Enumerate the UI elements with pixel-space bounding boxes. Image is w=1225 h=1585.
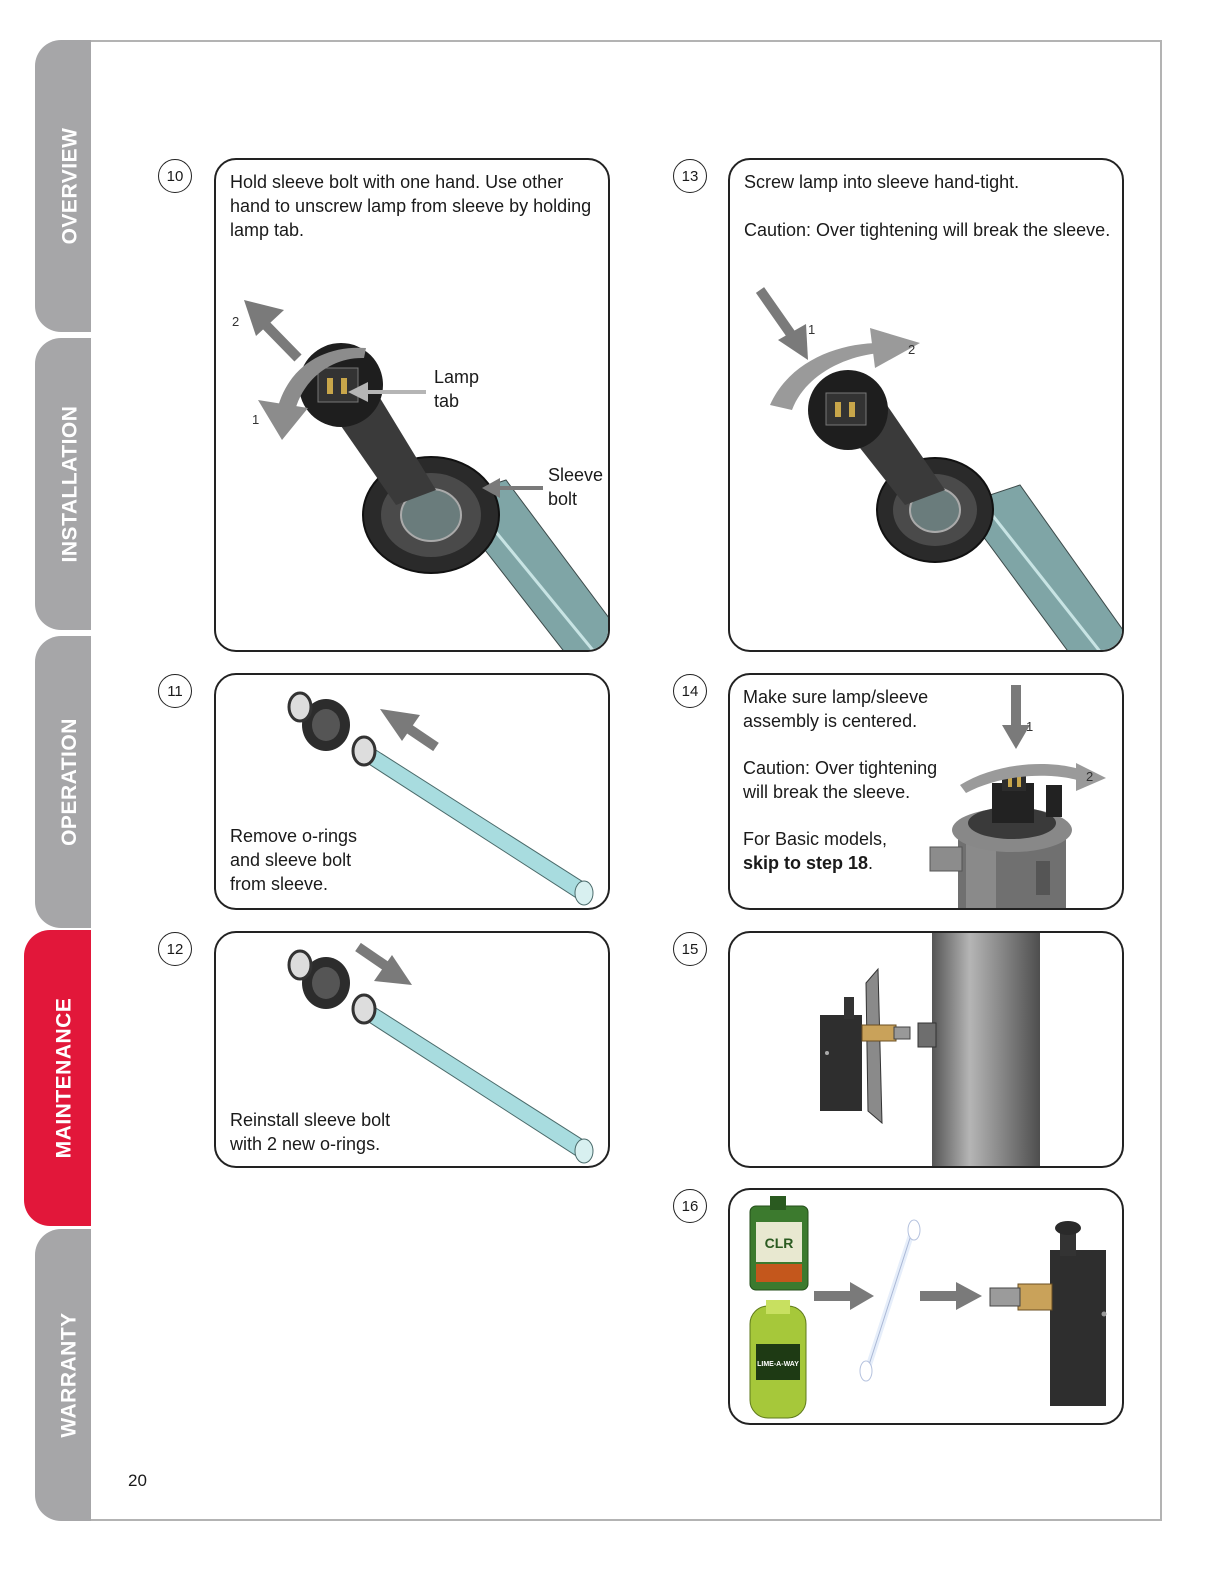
step-10-label-bolt: bolt <box>548 489 578 509</box>
step-14-skip-link: skip to step 18 <box>743 853 869 873</box>
step-10-panel: Hold sleeve bolt with one hand. Use othe… <box>214 158 610 652</box>
page-number: 20 <box>128 1471 147 1490</box>
step-11-number: 11 <box>158 674 192 708</box>
tab-warranty-label: WARRANTY <box>58 1312 82 1438</box>
step-14-illustration <box>929 685 1106 908</box>
step-10-illustration <box>244 300 608 650</box>
step-12-text-line-2: with 2 new o-rings. <box>230 1134 381 1154</box>
step-14-mark-2: 2 <box>1086 769 1094 784</box>
step-13-mark-1: 1 <box>808 322 816 337</box>
step-15-number: 15 <box>673 932 707 966</box>
tab-installation-label: INSTALLATION <box>58 405 81 563</box>
step-12-panel: Reinstall sleeve bolt with 2 new o-rings… <box>214 931 610 1168</box>
step-14-basic-line-1: For Basic models, <box>743 829 888 849</box>
step-13-number: 13 <box>673 159 707 193</box>
step-11-text-line-2: and sleeve bolt <box>230 850 352 870</box>
step-16-number: 16 <box>673 1189 707 1223</box>
step-13-text: Screw lamp into sleeve hand-tight. <box>744 172 1020 192</box>
step-14-basic-line-2: skip to step 18. <box>743 851 873 875</box>
step-10-label-lamp: Lamp <box>434 367 480 387</box>
step-14-mark-1: 1 <box>1026 719 1034 734</box>
tab-overview-label: OVERVIEW <box>58 127 81 245</box>
step-10-label-sleeve: Sleeve <box>548 465 604 485</box>
step-14-basic-end: . <box>868 853 874 873</box>
step-16-panel: CLR LIME-A-WAY <box>728 1188 1124 1425</box>
step-12-number: 12 <box>158 932 192 966</box>
step-14-number: 14 <box>673 674 707 708</box>
tab-operation-label: OPERATION <box>58 718 82 846</box>
step-12-illustration <box>287 942 594 1164</box>
step-14-text-line-1: Make sure lamp/sleeve <box>743 687 929 707</box>
step-15-panel <box>728 931 1124 1168</box>
step-11-text-line-3: from sleeve. <box>230 874 329 894</box>
step-13-caution: Caution: Over tightening will break the … <box>744 220 1111 240</box>
step-12-text-line-1: Reinstall sleeve bolt <box>230 1110 391 1130</box>
step-14-caution-line-1: Caution: Over tightening <box>743 758 938 778</box>
step-11-text-line-1: Remove o-rings <box>230 826 358 846</box>
step-10-mark-1: 1 <box>252 412 260 427</box>
tab-maintenance-label: MAINTENANCE <box>52 997 76 1159</box>
step-10-mark-2: 2 <box>232 314 240 329</box>
step-11-illustration <box>287 691 594 906</box>
lime-a-way-label: LIME-A-WAY <box>757 1361 799 1368</box>
step-10-number: 10 <box>158 159 192 193</box>
step-10-label-tab: tab <box>434 391 460 411</box>
step-14-panel: 1 2 Make sure lamp/sleeve assembly is ce… <box>728 673 1124 910</box>
step-14-caution-line-2: will break the sleeve. <box>743 782 911 802</box>
step-13-mark-2: 2 <box>908 342 916 357</box>
step-13-illustration <box>755 287 1122 650</box>
step-15-illustration <box>820 933 1040 1166</box>
step-13-panel: Screw lamp into sleeve hand-tight. Cauti… <box>728 158 1124 652</box>
step-10-text: Hold sleeve bolt with one hand. Use othe… <box>230 172 592 240</box>
step-11-panel: Remove o-rings and sleeve bolt from slee… <box>214 673 610 910</box>
step-14-text-line-2: assembly is centered. <box>743 711 918 731</box>
clr-bottle-label: CLR <box>765 1235 794 1251</box>
step-16-illustration: CLR LIME-A-WAY <box>749 1196 1107 1419</box>
